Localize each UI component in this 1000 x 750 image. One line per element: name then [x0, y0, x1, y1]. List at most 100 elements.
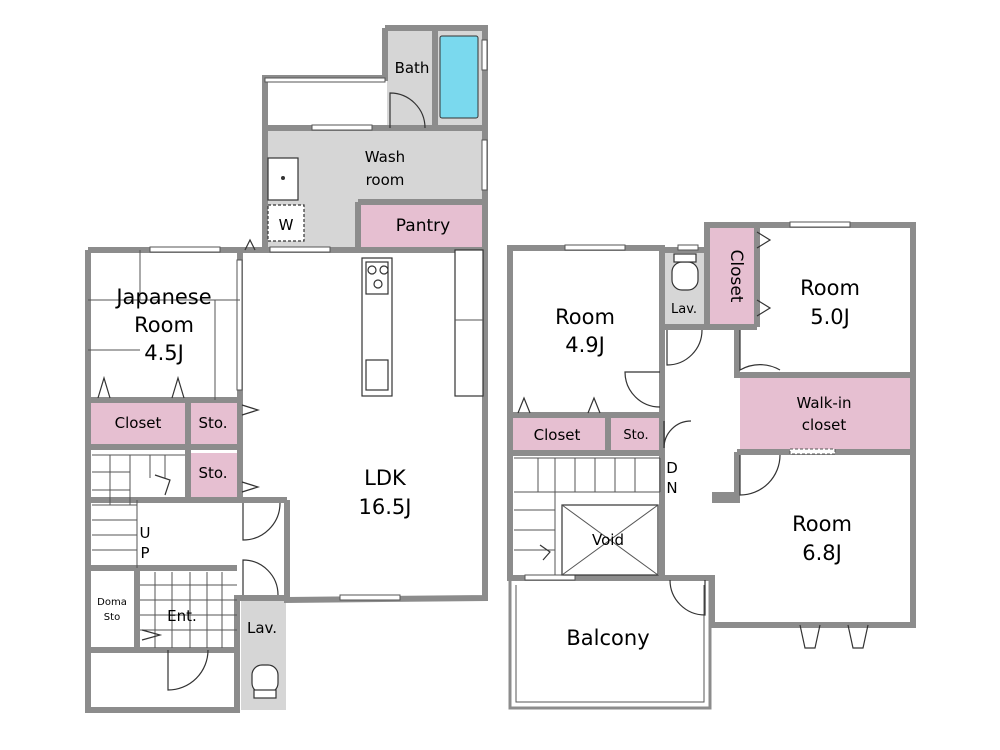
- pantry-fill: [360, 205, 483, 248]
- japanese-room-label: Japanese: [114, 285, 211, 309]
- hall-walls: [237, 497, 290, 598]
- toilet: [251, 664, 279, 694]
- storage-a-fill: [190, 403, 237, 444]
- entrance-label: Ent.: [167, 607, 197, 625]
- lavatory-label: Lav.: [671, 302, 697, 317]
- stairs-up: [92, 454, 185, 568]
- hall-door: [242, 502, 281, 541]
- pantry-label: Pantry: [396, 216, 450, 236]
- void-cross: [561, 504, 659, 576]
- walkin-label: closet: [802, 416, 847, 434]
- void-label: Void: [592, 531, 624, 549]
- room-b-label: Room: [800, 276, 860, 300]
- burner: [379, 265, 389, 275]
- closet-label: Closet: [115, 414, 162, 432]
- up-label: U: [140, 524, 151, 542]
- walkin-closet-fill: [740, 378, 910, 450]
- room-door: [739, 454, 781, 496]
- room-c-label: Room: [792, 512, 852, 536]
- front-door: [167, 649, 209, 691]
- toilet-tank: [673, 253, 697, 263]
- window: [236, 259, 243, 391]
- closet-vertical-label: Closet: [726, 250, 746, 303]
- balcony-rail: [508, 580, 712, 710]
- balcony-inner: [515, 585, 705, 703]
- wash-room-label: room: [366, 171, 405, 189]
- down-label: D: [666, 459, 678, 477]
- sink-drain: [281, 176, 285, 180]
- roof-ledge: [264, 77, 386, 83]
- storage-door: [663, 420, 692, 449]
- storage-label: Sto.: [623, 428, 648, 443]
- stairs-arrow: [539, 544, 551, 561]
- window: [564, 244, 626, 251]
- storage-label: Sto.: [198, 414, 227, 432]
- window: [481, 39, 488, 71]
- lavatory-label: Lav.: [247, 619, 277, 637]
- closet-fill: [513, 418, 605, 450]
- bathtub: [439, 35, 479, 119]
- window: [677, 244, 699, 251]
- burner: [373, 279, 383, 289]
- up-label: P: [140, 544, 149, 562]
- window: [149, 246, 221, 253]
- kitchen-sink: [365, 359, 389, 391]
- door-mark: [244, 238, 256, 251]
- first-floor: Bath Wash room W Pantry Japanese Room 4.…: [85, 25, 488, 713]
- walkin-opening: [789, 448, 836, 455]
- doma-label: Doma: [97, 597, 127, 608]
- toilet-tank: [253, 689, 277, 699]
- japanese-room-size: 4.5J: [144, 341, 184, 365]
- burner: [367, 265, 377, 275]
- second-floor: Room 4.9J Lav. Closet Room 5.0J Walk-in …: [507, 221, 916, 710]
- walkin-label: Walk-in: [796, 394, 851, 412]
- window: [524, 574, 576, 581]
- balcony-label: Balcony: [566, 626, 649, 650]
- lavatory-door: [666, 329, 703, 366]
- bath-label: Bath: [395, 59, 430, 77]
- bath-door: [389, 92, 426, 129]
- window: [339, 594, 401, 601]
- stairs-down: [514, 457, 661, 575]
- balcony-door: [669, 579, 706, 616]
- window: [481, 139, 488, 191]
- closet-door-marks: [517, 396, 601, 414]
- storage-door-mark: [241, 481, 261, 493]
- window-door-marks: [799, 624, 869, 649]
- storage-walls: [510, 412, 662, 456]
- pantry-wall: [355, 199, 485, 250]
- down-label: N: [666, 479, 677, 497]
- closet-label: Closet: [534, 426, 581, 444]
- room-c-size: 6.8J: [802, 541, 842, 565]
- window: [311, 124, 373, 131]
- room-a-label: Room: [555, 305, 615, 329]
- closet-vertical-fill: [707, 228, 755, 324]
- room-door: [739, 330, 781, 372]
- entrance-tiles: [140, 572, 237, 648]
- closet-fill: [88, 403, 187, 444]
- tatami-lines: [88, 250, 240, 400]
- ldk-size: 16.5J: [359, 495, 412, 519]
- back-counter: [454, 249, 484, 397]
- stairs-arrow: [154, 474, 171, 496]
- room-door: [624, 371, 661, 408]
- storage-fill: [610, 418, 660, 450]
- ldk-label: LDK: [364, 466, 407, 490]
- wash-room-label: Wash: [365, 148, 405, 166]
- ldk-door: [242, 559, 279, 596]
- storage-label: Sto.: [198, 464, 227, 482]
- toilet: [671, 261, 699, 291]
- entry-walls: [88, 565, 237, 653]
- washer-label: W: [279, 216, 294, 234]
- window: [789, 221, 851, 228]
- room-b-size: 5.0J: [810, 305, 850, 329]
- storage-walls: [88, 397, 243, 503]
- entrance-arrow: [141, 629, 163, 641]
- storage-b-fill: [190, 453, 237, 497]
- window: [269, 246, 331, 253]
- storage-door-mark: [241, 404, 261, 416]
- washer-box: [267, 204, 305, 242]
- closet-door-marks: [97, 375, 185, 399]
- closet-door-marks: [756, 231, 772, 317]
